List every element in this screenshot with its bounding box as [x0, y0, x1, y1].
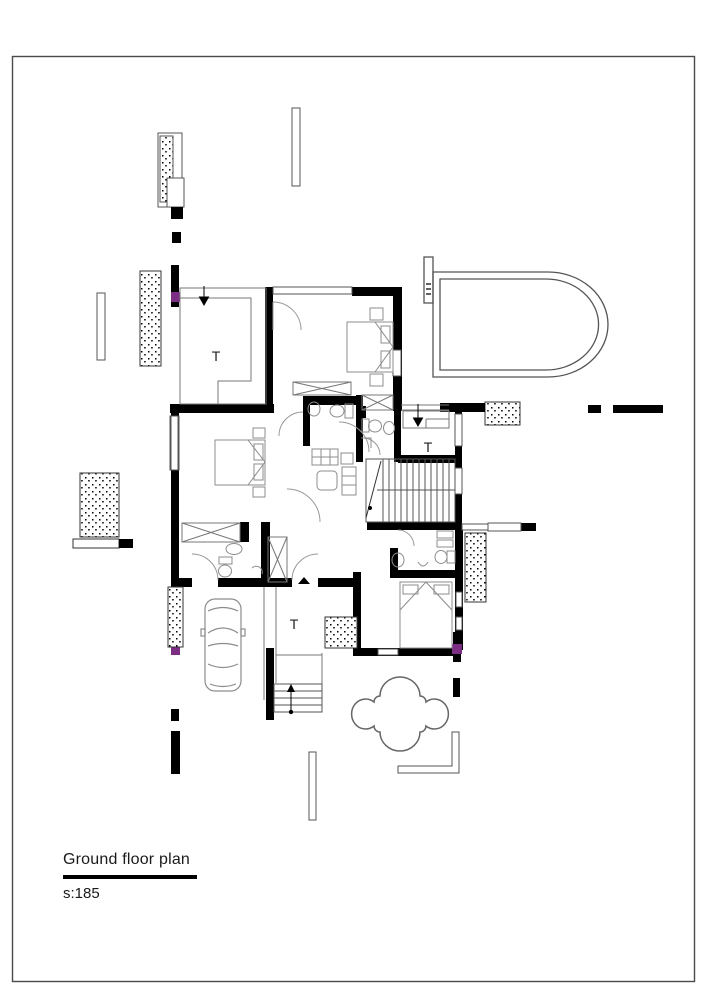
wardrobe — [181, 394, 394, 543]
staircase — [365, 458, 456, 523]
boundary-dashes-right — [588, 405, 663, 413]
title-block: Ground floor plan s:185 — [63, 851, 363, 902]
hatched-wall-block — [139, 270, 162, 367]
swimming-pool — [423, 256, 609, 378]
drawing-scale: s:185 — [63, 885, 100, 902]
room-label-terrace-2: T — [424, 439, 433, 455]
entrance-steps — [273, 683, 323, 715]
hatched-wall-block — [167, 586, 184, 648]
room-label-terrace-1: T — [212, 348, 221, 364]
wall-detail-top-left — [157, 132, 185, 243]
door-stop — [298, 577, 310, 584]
entry-arrow — [198, 286, 424, 428]
title-underline — [63, 875, 197, 879]
car — [200, 598, 246, 692]
room-label-terrace-3: T — [290, 616, 299, 632]
pool-ladder — [423, 256, 434, 304]
planter-corner — [397, 731, 460, 774]
bathroom-fixtures — [218, 401, 456, 578]
sofa-set — [311, 448, 357, 496]
chimney-detail-left — [72, 472, 133, 549]
accent-blocks — [171, 292, 462, 655]
planter-strip — [291, 107, 301, 187]
windows — [169, 286, 522, 656]
hatched-wall-block — [464, 532, 487, 603]
planter-strip — [308, 751, 317, 821]
hatched-wall-block — [324, 616, 358, 649]
double-bed — [214, 427, 266, 498]
planter-strip — [96, 292, 106, 361]
sheet-border — [11, 55, 696, 983]
hatched-wall-block — [484, 401, 521, 426]
drawing-title: Ground floor plan — [63, 851, 191, 868]
ornamental-planter — [350, 676, 450, 752]
duct-shaft — [267, 381, 352, 583]
double-bed — [399, 581, 453, 649]
walls — [170, 265, 536, 774]
double-bed — [346, 307, 394, 387]
